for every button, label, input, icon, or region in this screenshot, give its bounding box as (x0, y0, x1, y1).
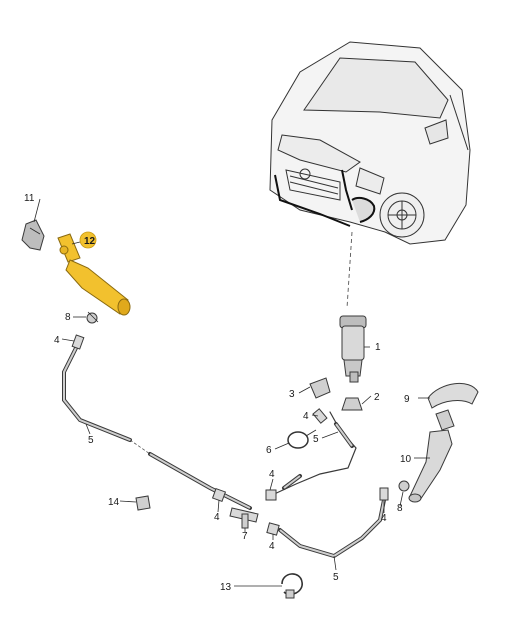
callout-10: 11 (24, 193, 35, 204)
callout-5-left: 5 (88, 435, 94, 446)
connector-mid-upper (312, 408, 328, 424)
hose-clamp (281, 573, 303, 599)
callout-3: 3 (289, 389, 295, 400)
pump-grommet (341, 397, 363, 411)
callout-labels: 11 12 8 4 5 1 2 3 4 5 6 4 4 7 4 5 4 8 9 … (24, 193, 412, 593)
washer-nozzle-highlighted (57, 233, 131, 316)
connector-right (379, 487, 389, 501)
vehicle-reservoir (351, 197, 376, 223)
pump-fitting (309, 377, 331, 399)
callout-12: 12 (84, 236, 96, 247)
callout-6: 6 (266, 445, 272, 456)
callout-4-lower-left: 4 (214, 512, 220, 523)
callout-14: 14 (108, 497, 120, 508)
callout-2: 2 (374, 392, 380, 403)
connector-left-top (71, 334, 85, 350)
callout-8-right: 8 (397, 503, 403, 514)
callout-9: 9 (404, 394, 410, 405)
hose-strap-clip (287, 429, 317, 449)
callout-5-mid: 5 (313, 434, 319, 445)
washer-pump (339, 315, 367, 383)
callout-4-left: 4 (54, 335, 60, 346)
washer-nozzle-right (408, 409, 455, 503)
callout-7: 7 (242, 531, 248, 542)
callout-13: 13 (220, 582, 232, 593)
connector-mid (265, 489, 277, 501)
connector-lower (266, 522, 280, 536)
pump-leader-dashed (346, 231, 353, 309)
connector-left-lower (211, 487, 227, 503)
callout-4-mid-upper: 4 (303, 411, 309, 422)
small-grommet (135, 495, 151, 511)
callout-4-lower: 4 (269, 541, 275, 552)
callout-4-mid: 4 (269, 469, 275, 480)
vehicle-washer-route-2 (341, 169, 353, 211)
callout-1: 1 (375, 342, 381, 353)
hose-clip-right (398, 480, 410, 492)
callout-4-right: 4 (381, 513, 387, 524)
bracket-left (21, 219, 45, 251)
callout-5-right: 5 (333, 572, 339, 583)
vehicle-illustration (269, 41, 471, 245)
t-piece-connector (229, 507, 259, 529)
hose-clip-left (86, 311, 99, 324)
vehicle-washer-route (274, 174, 351, 227)
nozzle-cover-cap (427, 382, 479, 409)
callout-8-left: 8 (65, 312, 71, 323)
callout-11: 10 (400, 454, 412, 465)
callout-12-badge (79, 231, 97, 249)
